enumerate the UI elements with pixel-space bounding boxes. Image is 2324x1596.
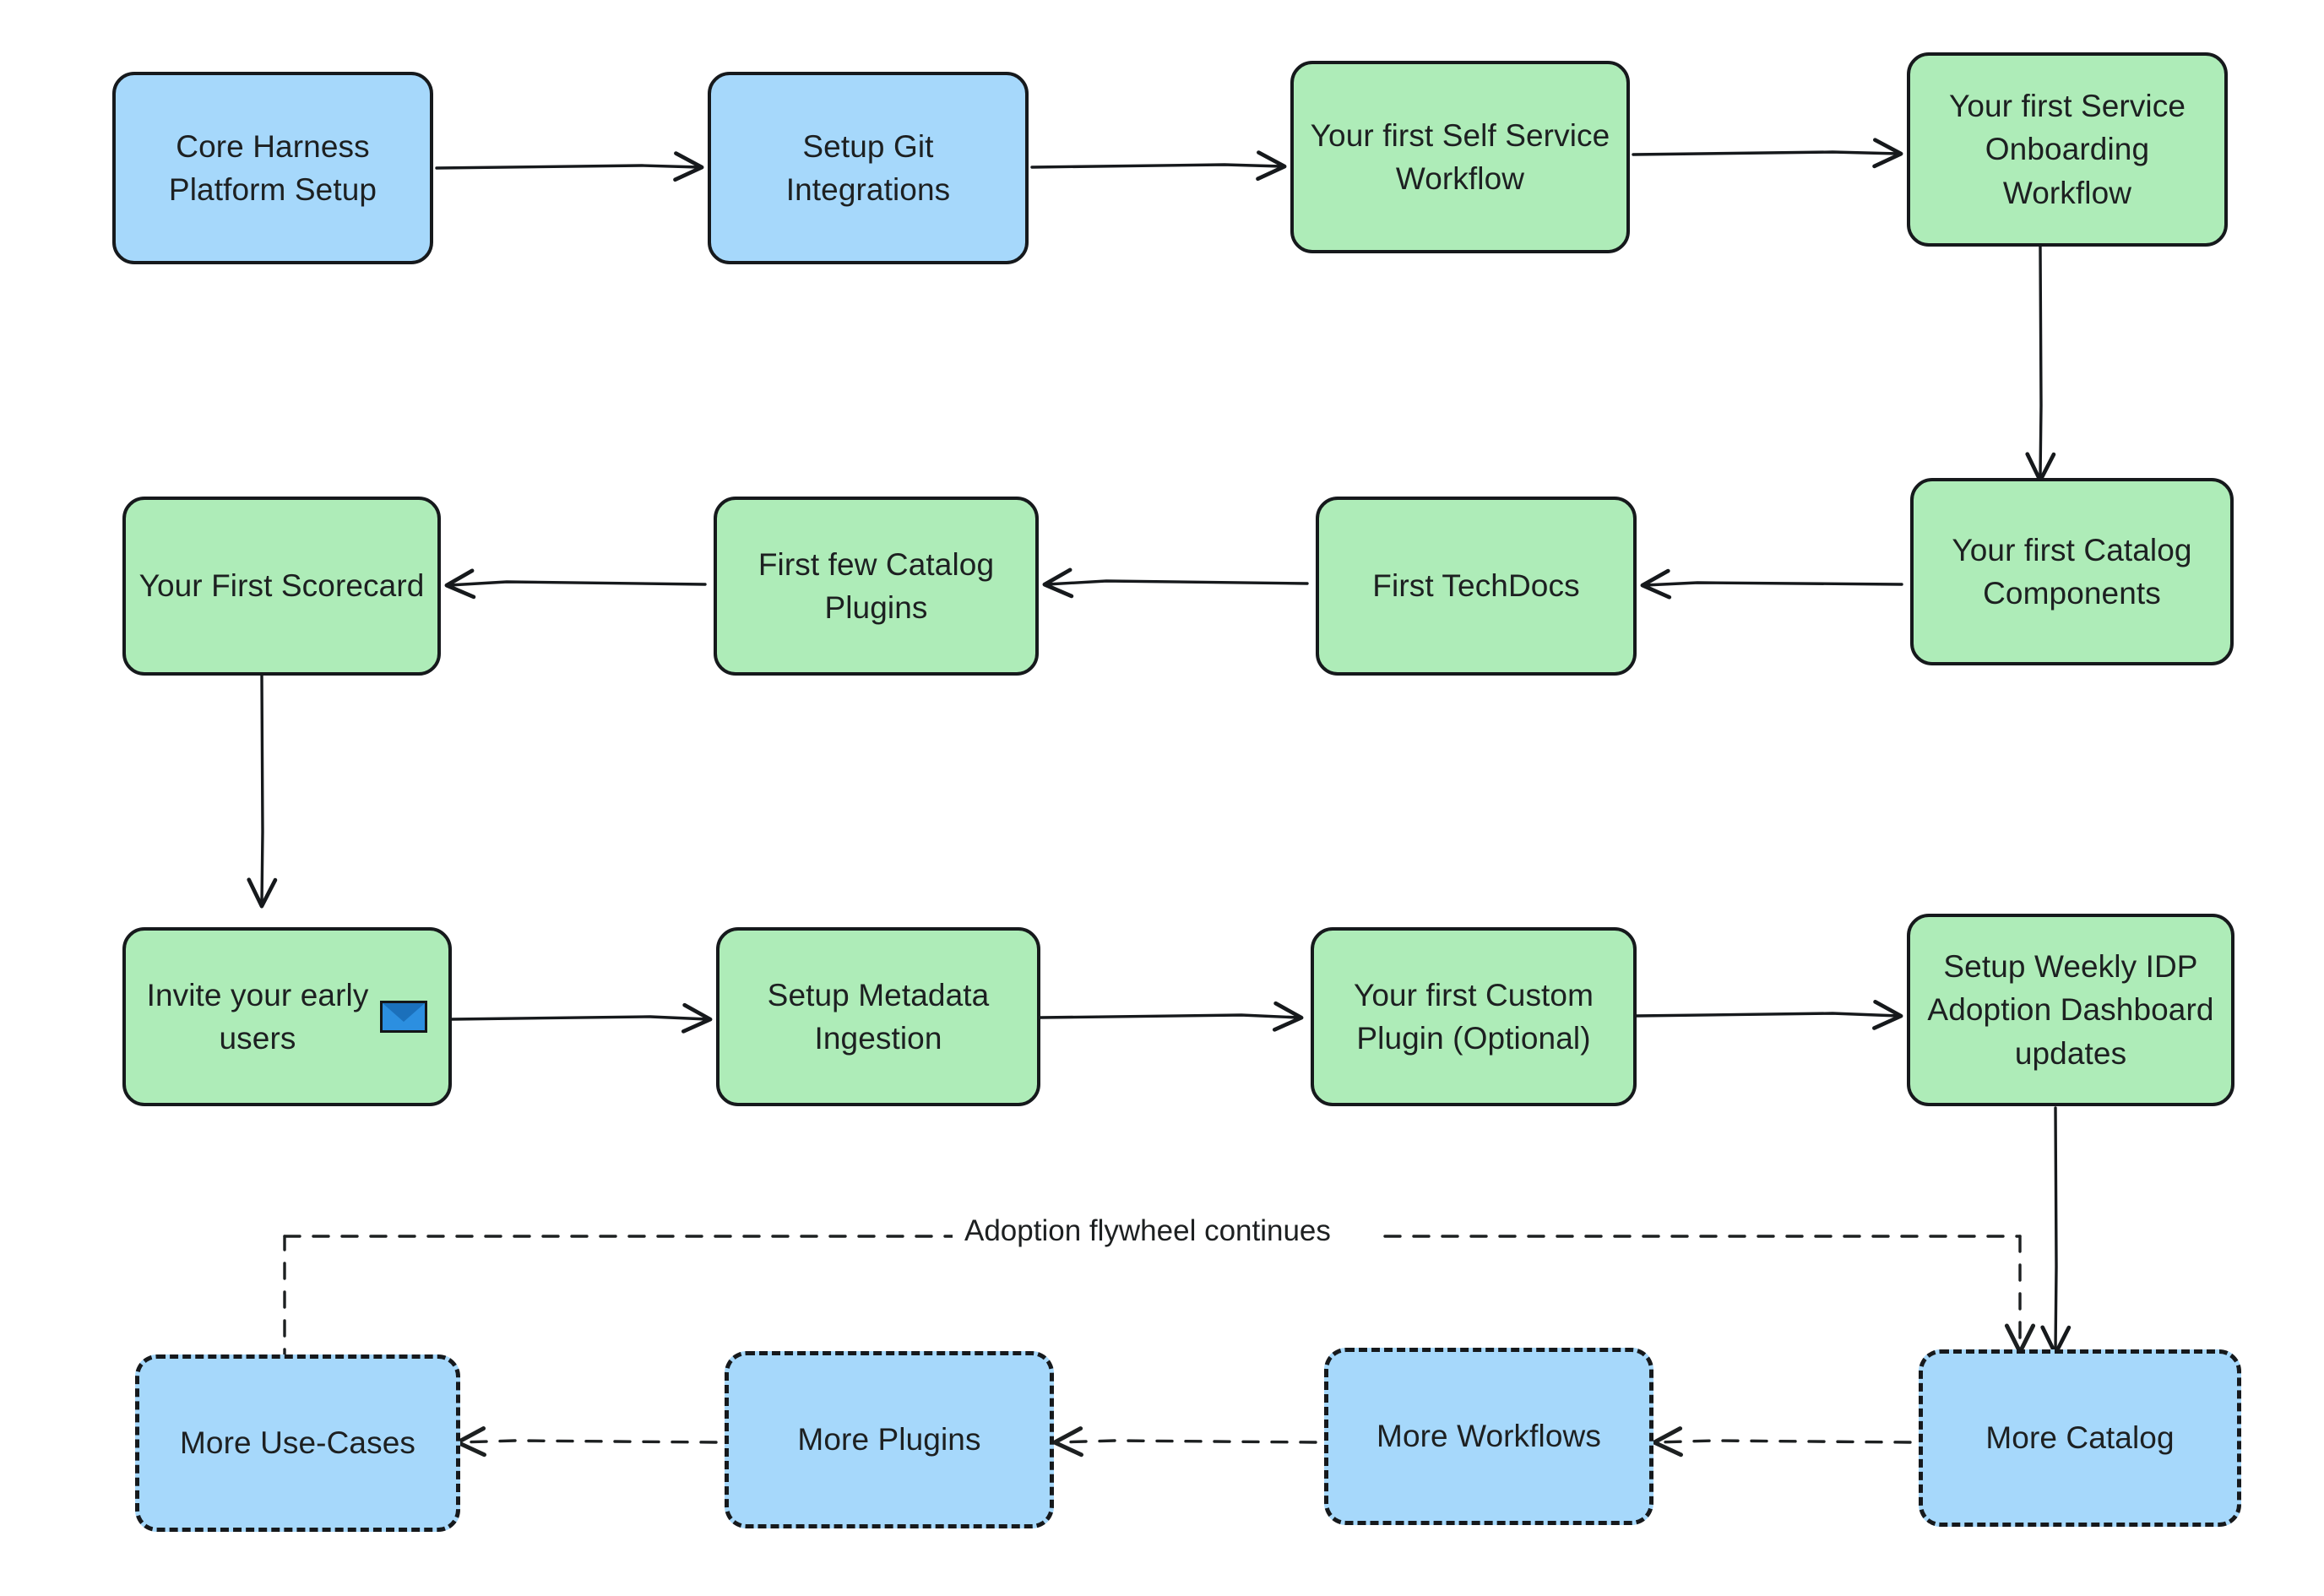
- node-label: First few Catalog Plugins: [757, 546, 995, 625]
- node-more-catalog[interactable]: More Catalog: [1919, 1349, 2241, 1527]
- node-label: More Use-Cases: [180, 1425, 415, 1461]
- node-setup-metadata-ingestion[interactable]: Setup Metadata Ingestion: [716, 927, 1040, 1106]
- edge-weeklyidp-to-morecatalog: [2040, 1106, 2072, 1356]
- edge-techdocs-to-catalogplugins: [1042, 567, 1309, 599]
- edge-metadata-to-customplugin: [1039, 1001, 1304, 1032]
- node-label: Core Harness Platform Setup: [168, 128, 377, 207]
- node-setup-git-integrations[interactable]: Setup Git Integrations: [708, 72, 1029, 264]
- node-setup-weekly-idp-adoption-dashboard-updates[interactable]: Setup Weekly IDP Adoption Dashboard upda…: [1907, 914, 2234, 1106]
- node-your-first-catalog-components[interactable]: Your first Catalog Components: [1910, 478, 2234, 665]
- node-label: Invite your early users: [146, 977, 369, 1056]
- edge-catalogplugins-to-scorecard: [444, 568, 707, 600]
- node-label: Setup Weekly IDP Adoption Dashboard upda…: [1927, 949, 2214, 1071]
- node-label: Your First Scorecard: [138, 568, 425, 604]
- node-your-first-service-onboarding-workflow[interactable]: Your first Service Onboarding Workflow: [1907, 52, 2228, 247]
- node-label: Your first Custom Plugin (Optional): [1353, 977, 1594, 1056]
- node-label: More Plugins: [797, 1422, 981, 1458]
- edge-label-adoption-flywheel: Adoption flywheel continues: [953, 1214, 1343, 1248]
- node-more-workflows[interactable]: More Workflows: [1324, 1348, 1653, 1525]
- node-core-harness-platform-setup[interactable]: Core Harness Platform Setup: [112, 72, 433, 264]
- node-label: Your first Service Onboarding Workflow: [1948, 89, 2186, 210]
- node-your-first-self-service-workflow[interactable]: Your first Self Service Workflow: [1290, 61, 1630, 253]
- node-label: More Catalog: [1985, 1420, 2175, 1456]
- envelope-icon: [380, 1001, 428, 1033]
- edge-core-to-git: [435, 151, 704, 182]
- node-first-techdocs[interactable]: First TechDocs: [1316, 497, 1637, 676]
- edge-customplugin-to-weeklyidp: [1635, 1000, 1903, 1030]
- edge-onboarding-to-catalogcomponents: [2025, 245, 2056, 483]
- node-more-use-cases[interactable]: More Use-Cases: [135, 1354, 460, 1532]
- edge-git-to-selfservice: [1030, 150, 1287, 182]
- edge-scorecard-to-invite: [247, 674, 278, 909]
- node-invite-your-early-users[interactable]: Invite your early users: [122, 927, 452, 1106]
- node-label: First TechDocs: [1372, 568, 1580, 604]
- edge-morecatalog-to-moreworkflows: [1652, 1426, 1912, 1458]
- edge-invite-to-metadata: [450, 1002, 713, 1034]
- node-label: More Workflows: [1376, 1419, 1601, 1454]
- node-label: Setup Metadata Ingestion: [767, 977, 990, 1056]
- node-first-few-catalog-plugins[interactable]: First few Catalog Plugins: [714, 497, 1039, 676]
- node-label: Setup Git Integrations: [785, 128, 951, 207]
- edge-selfservice-to-onboarding: [1632, 138, 1903, 169]
- edge-moreworkflows-to-moreplugins: [1052, 1426, 1317, 1458]
- node-label: Your first Self Service Workflow: [1310, 117, 1610, 196]
- node-label: Your first Catalog Components: [1952, 532, 2192, 611]
- edge-catalogcomponents-to-techdocs: [1640, 568, 1903, 600]
- node-more-plugins[interactable]: More Plugins: [725, 1351, 1054, 1528]
- node-your-first-scorecard[interactable]: Your First Scorecard: [122, 497, 441, 676]
- node-your-first-custom-plugin[interactable]: Your first Custom Plugin (Optional): [1311, 927, 1637, 1106]
- edge-moreplugins-to-moreusecases: [455, 1426, 718, 1458]
